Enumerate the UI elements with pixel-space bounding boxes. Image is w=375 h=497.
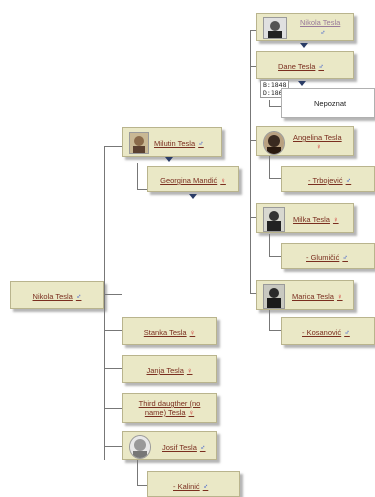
connector-line <box>269 178 281 179</box>
connector-line <box>269 256 281 257</box>
male-symbol-icon: ♂ <box>320 28 326 37</box>
female-symbol-icon: ♀ <box>189 328 196 337</box>
connector-line <box>269 156 270 178</box>
person-name[interactable]: Angelina Tesla <box>293 133 342 142</box>
spouse-card[interactable]: - Kosanović♂ <box>281 317 375 345</box>
connector-line <box>250 293 256 294</box>
person-name[interactable]: - Glumičić♂ <box>306 253 348 262</box>
connector-line <box>137 485 147 486</box>
expand-down-icon[interactable] <box>189 194 197 199</box>
person-name[interactable]: Third daugther (no <box>138 399 201 408</box>
connector-line <box>104 146 105 460</box>
portrait-photo-icon <box>129 435 151 459</box>
portrait-photo-icon <box>263 17 287 39</box>
male-symbol-icon: ♂ <box>199 443 206 452</box>
father-card[interactable]: Milutin Tesla♂ <box>122 127 222 157</box>
expand-down-icon[interactable] <box>298 81 306 86</box>
female-symbol-icon: ♀ <box>186 366 193 375</box>
female-symbol-icon: ♀ <box>336 292 343 301</box>
connector-line <box>250 30 251 293</box>
relative-card[interactable]: Janja Tesla♀ <box>122 355 217 383</box>
relative-card[interactable]: Josif Tesla♂ <box>122 431 217 460</box>
connector-line <box>269 310 270 330</box>
portrait-photo-icon <box>129 132 149 154</box>
male-symbol-icon: ♂ <box>202 482 209 491</box>
person-name[interactable]: name) Tesla♀ <box>144 408 195 417</box>
portrait-photo-icon <box>263 207 285 232</box>
relative-card[interactable]: Third daugther (no name) Tesla♀ <box>122 393 217 423</box>
sibling-card[interactable]: Angelina Tesla ♀ <box>256 126 354 156</box>
connector-line <box>250 66 256 67</box>
sibling-card[interactable]: Milka Tesla♀ <box>256 203 354 233</box>
male-symbol-icon: ♂ <box>75 292 82 301</box>
person-name[interactable]: - Trbojević♂ <box>308 176 352 185</box>
expand-down-icon[interactable] <box>165 157 173 162</box>
connector-line <box>269 234 270 256</box>
root-person-card[interactable]: Nikola Tesla♂ <box>10 281 104 309</box>
female-symbol-icon: ♀ <box>188 408 195 417</box>
connector-line <box>137 163 138 189</box>
male-symbol-icon: ♂ <box>344 328 350 337</box>
connector-line <box>250 217 256 218</box>
unknown-person-card[interactable]: Nepoznat <box>281 88 375 118</box>
person-name[interactable]: Janja Tesla♀ <box>146 366 193 375</box>
person-name[interactable]: Nikola Tesla♂ <box>32 292 82 301</box>
connector-line <box>104 330 122 331</box>
person-name[interactable]: Marica Tesla♀ <box>292 292 343 301</box>
person-name[interactable]: Georgina Mandić♀ <box>160 176 226 185</box>
person-name[interactable]: - Kosanović♂ <box>302 328 350 337</box>
person-name[interactable]: Milutin Tesla♂ <box>154 139 204 148</box>
spouse-card[interactable]: - Glumičić♂ <box>281 243 375 269</box>
connector-line <box>104 446 122 447</box>
connector-line <box>137 189 147 190</box>
connector-line <box>269 106 281 107</box>
person-name[interactable]: Dane Tesla♂ <box>278 62 325 71</box>
sibling-card[interactable]: Marica Tesla♀ <box>256 280 354 310</box>
male-symbol-icon: ♂ <box>198 139 204 148</box>
connector-line <box>104 368 122 369</box>
expand-down-icon[interactable] <box>300 43 308 48</box>
connector-line <box>104 146 122 147</box>
person-name[interactable]: Stanka Tesla♀ <box>143 328 196 337</box>
death-year: D:1863 <box>263 89 287 97</box>
person-name[interactable]: Josif Tesla♂ <box>162 443 206 452</box>
connector-line <box>250 30 256 31</box>
male-symbol-icon: ♂ <box>342 253 348 262</box>
male-symbol-icon: ♂ <box>318 62 325 71</box>
grandfather-card[interactable]: Nikola Tesla ♂ <box>256 13 354 41</box>
person-name[interactable]: - Kalinić♂ <box>173 482 209 491</box>
female-symbol-icon: ♀ <box>316 142 322 151</box>
relative-card[interactable]: Stanka Tesla♀ <box>122 317 217 345</box>
connector-line <box>104 294 122 295</box>
female-symbol-icon: ♀ <box>220 176 226 185</box>
birth-year: B:1848 <box>263 81 287 89</box>
connector-line <box>250 140 256 141</box>
mother-card[interactable]: Georgina Mandić♀ <box>147 166 239 192</box>
person-name[interactable]: Milka Tesla♀ <box>293 215 339 224</box>
connector-line <box>137 459 138 485</box>
person-name[interactable]: Nikola Tesla <box>300 18 341 27</box>
person-name: Nepoznat <box>314 99 347 108</box>
portrait-photo-icon <box>263 131 285 155</box>
connector-line <box>269 330 281 331</box>
dane-card[interactable]: Dane Tesla♂ <box>256 51 354 79</box>
connector-line <box>104 408 122 409</box>
spouse-card[interactable]: - Kalinić♂ <box>147 471 240 497</box>
female-symbol-icon: ♀ <box>332 215 339 224</box>
connector-line <box>269 100 270 106</box>
spouse-card[interactable]: - Trbojević♂ <box>281 166 375 192</box>
male-symbol-icon: ♂ <box>345 176 352 185</box>
portrait-photo-icon <box>263 284 285 309</box>
